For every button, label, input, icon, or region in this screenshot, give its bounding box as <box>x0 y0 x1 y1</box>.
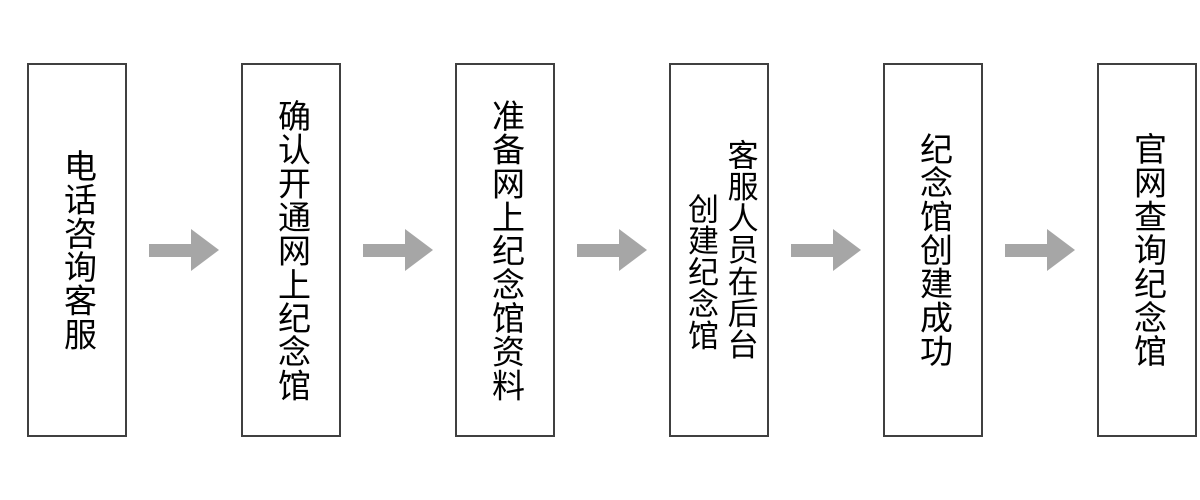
flow-node-memorial-created-success[interactable]: 纪念馆创建成功 <box>883 63 983 437</box>
flow-node-prepare-memorial-materials[interactable]: 准备网上纪念馆资料 <box>455 63 555 437</box>
right-arrow-icon <box>577 225 647 275</box>
right-arrow-icon <box>791 225 861 275</box>
flow-node-label-column-2: 创建纪念馆 <box>682 192 718 352</box>
flow-node-phone-consult-support[interactable]: 电话咨询客服 <box>27 63 127 437</box>
flow-node-label: 纪念馆创建成功 <box>914 132 954 368</box>
arrow-head <box>619 229 647 271</box>
flow-node-confirm-open-online-memorial[interactable]: 确认开通网上纪念馆 <box>241 63 341 437</box>
arrow-head <box>191 229 219 271</box>
right-arrow-icon <box>149 225 219 275</box>
arrow-head <box>405 229 433 271</box>
flow-node-label: 官网查询纪念馆 <box>1128 132 1168 368</box>
flow-node-label: 准备网上纪念馆资料 <box>486 98 526 402</box>
right-arrow-icon <box>363 225 433 275</box>
flow-node-label-column-1: 客服人员在后台 <box>721 139 758 361</box>
arrow-head <box>1047 229 1075 271</box>
right-arrow-icon <box>1005 225 1075 275</box>
arrow-shaft <box>1005 244 1049 257</box>
arrow-shaft <box>791 244 835 257</box>
flow-node-query-memorial-on-official-site[interactable]: 官网查询纪念馆 <box>1097 63 1197 437</box>
arrow-shaft <box>363 244 407 257</box>
arrow-head <box>833 229 861 271</box>
flow-node-support-creates-memorial-backend[interactable]: 客服人员在后台 创建纪念馆 <box>669 63 769 437</box>
flow-node-label: 确认开通网上纪念馆 <box>272 98 312 402</box>
arrow-shaft <box>577 244 621 257</box>
flow-node-label: 电话咨询客服 <box>58 149 98 351</box>
arrow-shaft <box>149 244 193 257</box>
